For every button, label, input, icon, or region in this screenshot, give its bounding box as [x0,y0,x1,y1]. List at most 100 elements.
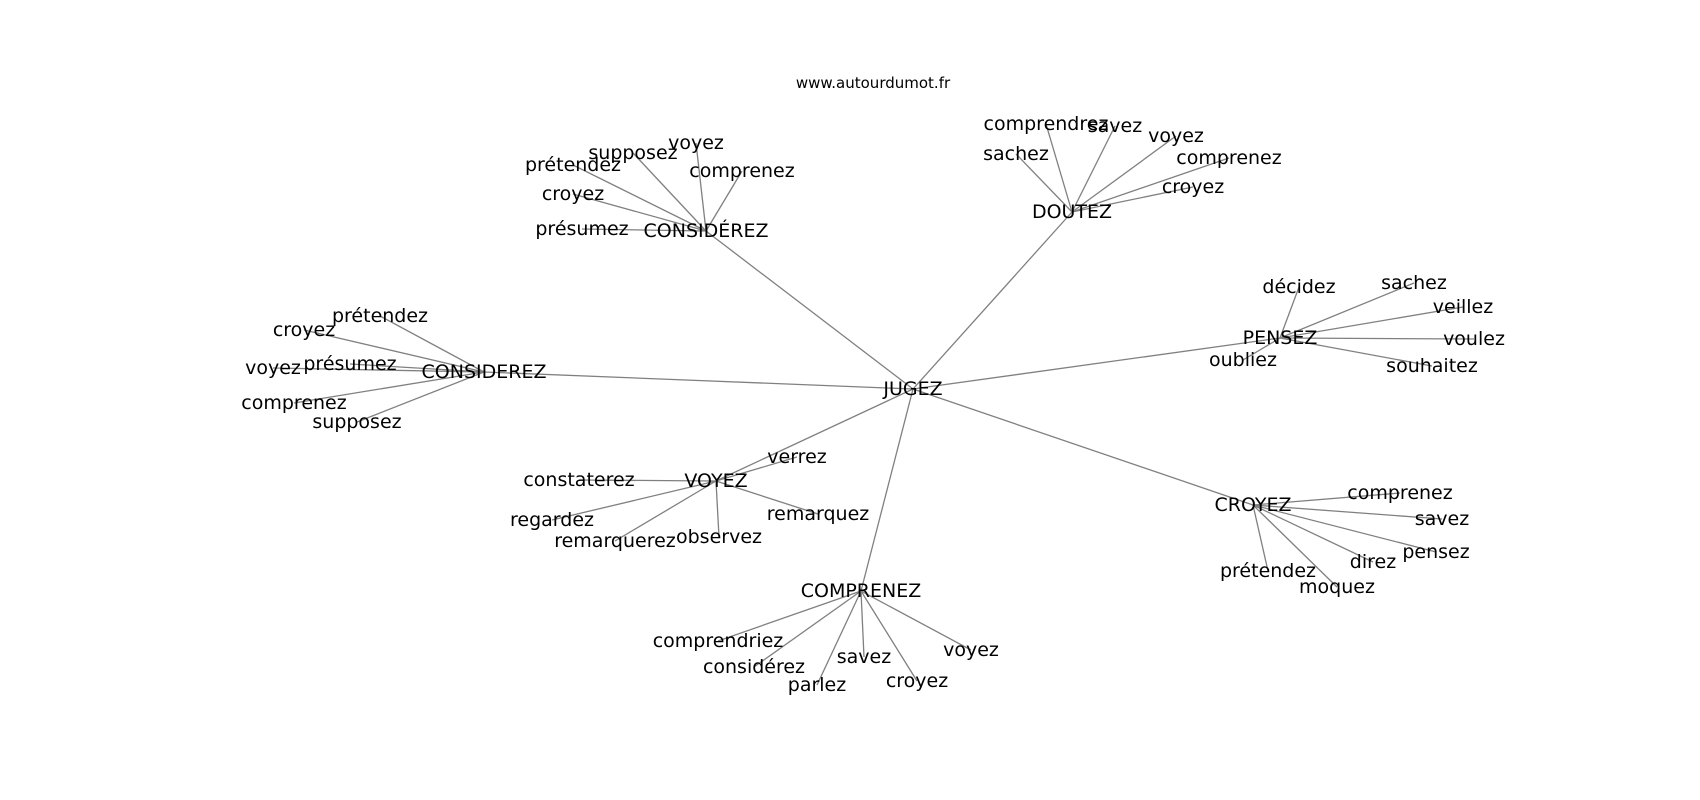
hub-node-doutez: DOUTEZ [1032,201,1112,223]
edge-doutez-comprenez [1071,157,1230,213]
leaf-node-considerez-pretendez: prétendez [525,154,621,176]
edge-comprenez-voyez [860,590,972,651]
edge-considerez-croyez [303,329,485,373]
edge-considerez-comprenez [705,170,743,232]
edge-considerez-presumez [349,363,485,373]
hub-node-considerez: CONSIDÉREZ [644,219,769,242]
graph-edges [272,123,1475,686]
site-watermark: www.autourdumot.fr [796,74,951,92]
edge-croyez-pensez [1252,504,1437,553]
hub-node-considerez: CONSIDEREZ [422,361,547,383]
edge-voyez-verrez [715,456,798,482]
edge-center-voyez [715,388,914,482]
edge-center-comprenez [860,388,914,592]
edge-considerez-pretendez [572,164,707,232]
edge-center-pensez [912,337,1281,390]
leaf-node-considerez-supposez: supposez [312,411,401,433]
edge-doutez-comprendrez [1045,123,1073,213]
edge-considerez-comprenez [293,371,485,404]
edge-pensez-sachez [1279,282,1415,339]
leaf-node-croyez-pensez: pensez [1402,541,1469,563]
edge-doutez-voyez [1071,135,1177,213]
edge-comprenez-croyez [860,590,918,682]
leaf-node-croyez-pretendez: prétendez [1220,560,1316,582]
hub-node-pensez: PENSEZ [1243,327,1318,349]
leaf-node-croyez-direz: direz [1350,551,1396,573]
leaf-node-comprenez-voyez: voyez [943,639,999,661]
leaf-node-considerez-pretendez: prétendez [332,305,428,327]
edge-considerez-voyez [695,142,707,232]
leaf-node-comprenez-comprendriez: comprendriez [653,630,784,652]
edge-croyez-direz [1252,504,1374,563]
leaf-node-voyez-regardez: regardez [510,509,594,531]
leaf-node-croyez-savez: savez [1415,508,1469,530]
edge-comprenez-considerez [753,590,862,668]
edge-voyez-remarquerez [614,480,717,542]
leaf-node-comprenez-parlez: parlez [788,674,846,696]
hub-node-croyez: CROYEZ [1214,494,1291,516]
leaf-node-doutez-comprenez: comprenez [1176,147,1281,169]
edge-doutez-savez [1071,125,1116,213]
leaf-node-considerez-croyez: croyez [542,183,604,205]
leaf-node-pensez-veillez: veillez [1433,296,1493,318]
leaf-node-considerez-presumez: présumez [535,218,628,240]
leaf-node-voyez-observez: observez [676,526,762,548]
leaf-node-doutez-comprendrez: comprendrez [984,113,1109,135]
leaf-node-considerez-croyez: croyez [273,319,335,341]
edge-center-considerez [483,371,914,390]
leaf-node-voyez-remarquez: remarquez [767,503,870,525]
edge-comprenez-comprendriez [717,590,862,642]
edge-pensez-veillez [1279,306,1464,339]
leaf-node-pensez-sachez: sachez [1381,272,1447,294]
edge-considerez-supposez [356,371,485,423]
leaf-node-voyez-constaterez: constaterez [523,469,634,491]
leaf-node-comprenez-savez: savez [837,646,891,668]
leaf-node-voyez-remarquerez: remarquerez [554,530,676,552]
edge-croyez-savez [1252,504,1443,520]
edge-pensez-oubliez [1242,337,1281,361]
leaf-node-considerez-comprenez: comprenez [241,392,346,414]
edge-considerez-pretendez [379,315,485,373]
leaf-node-considerez-voyez: voyez [668,132,724,154]
leaf-node-doutez-voyez: voyez [1148,125,1204,147]
edge-voyez-regardez [551,480,717,521]
edge-voyez-remarquez [715,480,819,515]
edge-considerez-presumez [581,228,707,232]
edge-considerez-voyez [272,367,485,373]
edge-croyez-pretendez [1252,504,1269,572]
leaf-node-doutez-savez: savez [1088,115,1142,137]
hub-node-comprenez: COMPRENEZ [801,580,922,602]
leaf-node-voyez-verrez: verrez [767,446,826,468]
leaf-node-considerez-voyez: voyez [245,357,301,379]
leaf-node-considerez-presumez: présumez [303,353,396,375]
leaf-node-pensez-voulez: voulez [1443,328,1505,350]
leaf-node-considerez-supposez: supposez [588,142,677,164]
edge-comprenez-savez [860,590,865,658]
edge-doutez-croyez [1071,186,1194,213]
edge-center-doutez [912,211,1073,390]
leaf-node-doutez-sachez: sachez [983,143,1049,165]
edge-croyez-comprenez [1252,492,1401,506]
edge-pensez-voulez [1279,337,1475,340]
edge-comprenez-parlez [816,590,862,686]
edge-croyez-moquez [1252,504,1338,588]
leaf-node-croyez-comprenez: comprenez [1347,482,1452,504]
edge-voyez-constaterez [578,479,717,482]
hub-node-voyez: VOYEZ [684,470,747,492]
center-node-label: JUGEZ [882,378,942,400]
edge-pensez-souhaitez [1279,337,1433,367]
leaf-node-croyez-moquez: moquez [1299,576,1375,598]
leaf-node-pensez-decidez: décidez [1262,276,1335,298]
edge-doutez-sachez [1015,153,1073,213]
edge-center-considerez [705,230,914,390]
leaf-node-comprenez-considerez: considérez [703,656,805,678]
leaf-node-considerez-comprenez: comprenez [689,160,794,182]
edge-considerez-supposez [632,152,707,232]
edge-center-croyez [912,388,1254,506]
graph-labels: JUGEZCONSIDÉREZprésumezcroyezprétendezsu… [241,113,1505,696]
edge-voyez-observez [715,480,720,538]
edge-considerez-croyez [572,193,707,232]
edge-pensez-decidez [1279,286,1300,339]
leaf-node-pensez-souhaitez: souhaitez [1386,355,1478,377]
